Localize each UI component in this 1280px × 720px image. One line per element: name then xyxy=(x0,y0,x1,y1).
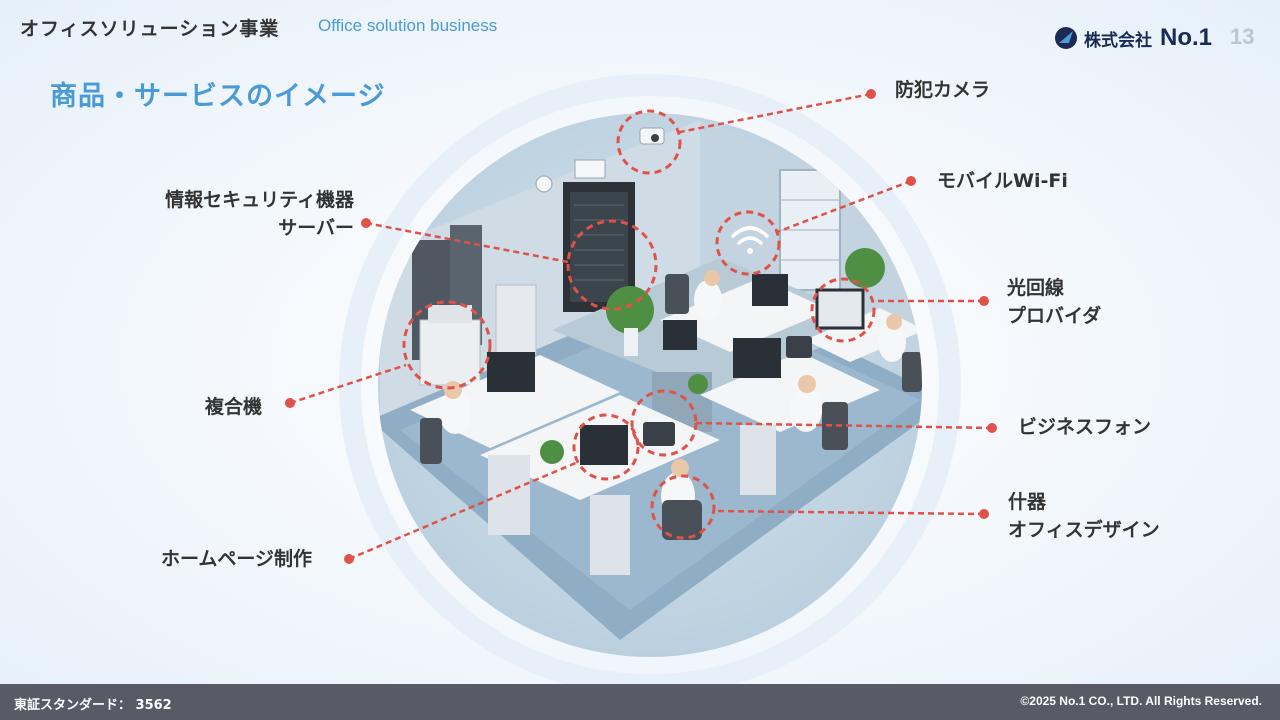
label-fiber: 光回線 プロバイダ xyxy=(1007,274,1101,330)
leader-endpoints xyxy=(285,89,997,564)
label-info-security-line1: 情報セキュリティ機器 xyxy=(165,189,354,211)
highlight-chair xyxy=(650,474,716,540)
label-fiber-line1: 光回線 xyxy=(1007,277,1065,299)
logo-mark-icon xyxy=(1055,27,1077,49)
leader-lines xyxy=(289,92,993,561)
company-logo: 株式会社 No.1 xyxy=(1054,24,1212,52)
label-mobile-wifi: モバイルWi-Fi xyxy=(937,170,1068,192)
office-illustration xyxy=(285,74,997,684)
label-info-security-line2: サーバー xyxy=(278,217,354,239)
highlight-circles xyxy=(402,109,876,540)
label-security-camera: 防犯カメラ xyxy=(895,79,991,101)
footer-copyright: ©2025 No.1 CO., LTD. All Rights Reserved… xyxy=(1020,694,1262,708)
logo-company-no: No.1 xyxy=(1160,24,1213,51)
label-furniture: 什器 オフィスデザイン xyxy=(1008,488,1160,544)
page-number: 13 xyxy=(1230,24,1255,49)
highlight-server xyxy=(566,219,658,311)
highlight-monitor xyxy=(572,413,640,481)
label-business-phone: ビジネスフォン xyxy=(1018,416,1152,438)
highlight-camera xyxy=(616,109,682,175)
label-furniture-line2: オフィスデザイン xyxy=(1008,519,1160,541)
highlight-phone xyxy=(630,389,698,457)
label-mfp: 複合機 xyxy=(205,396,263,418)
section-title: 商品・サービスのイメージ xyxy=(50,81,386,112)
footer-bar: 東証スタンダード： 3562 ©2025 No.1 CO., LTD. All … xyxy=(0,684,1280,720)
highlight-mfp xyxy=(402,300,492,390)
label-fiber-line2: プロバイダ xyxy=(1007,305,1102,327)
highlight-wifi xyxy=(715,210,781,276)
highlight-fiber xyxy=(810,277,876,343)
header-title: オフィスソリューション事業 xyxy=(20,18,280,40)
halo-ring xyxy=(339,74,961,684)
logo-company-label: 株式会社 xyxy=(1084,30,1152,51)
label-info-security: 情報セキュリティ機器 サーバー xyxy=(130,186,354,242)
label-homepage: ホームページ制作 xyxy=(161,548,313,570)
label-furniture-line1: 什器 xyxy=(1008,491,1047,513)
footer-stock-listing: 東証スタンダード： 3562 xyxy=(14,698,172,713)
header-subtitle: Office solution business xyxy=(318,16,498,35)
